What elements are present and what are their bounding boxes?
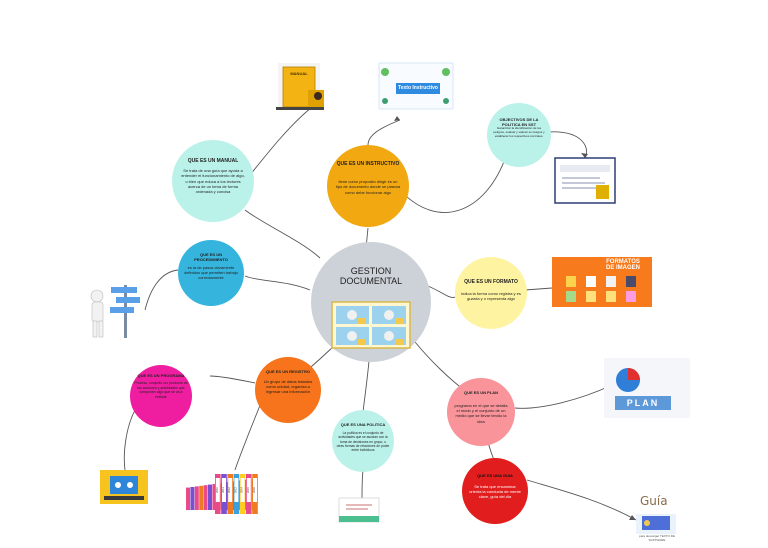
node-objetivos-title: OBJECTIVOS DE LA POLITICA EN SST bbox=[499, 117, 539, 127]
node-politica-body: La política es el conjunto de actividade… bbox=[336, 431, 390, 453]
plan-graphic bbox=[604, 358, 690, 418]
node-formato-title: QUE ES UN FORMATO bbox=[464, 279, 518, 285]
binder-thin bbox=[208, 484, 212, 510]
node-formato-body: indica la forma como registra y es guard… bbox=[461, 291, 521, 302]
node-politica-title: QUE ES UNA POLITICA bbox=[340, 422, 386, 427]
binder-spine bbox=[234, 478, 239, 502]
center-title-line2: DOCUMENTAL bbox=[339, 276, 403, 287]
center-image bbox=[336, 306, 406, 345]
binder-spine bbox=[246, 478, 251, 502]
node-instructivo-title: QUE ES UN INSTRUCTIVO bbox=[336, 161, 400, 167]
center-title: GESTION DOCUMENTAL bbox=[331, 266, 411, 287]
binder-spine bbox=[228, 478, 233, 502]
node-objetivos-body: Garantizar la identificación de los peli… bbox=[493, 126, 545, 138]
image-formats-panel bbox=[552, 257, 652, 307]
node-politica[interactable]: QUE ES UNA POLITICA La política es el co… bbox=[332, 410, 394, 472]
guide-graphic bbox=[636, 514, 676, 534]
binder-thin bbox=[186, 487, 190, 510]
node-procedimiento[interactable]: QUE ES UN PROCEDIMIENTO es la de pasos c… bbox=[178, 240, 244, 306]
node-procedimiento-body: es la de pasos claramente definidos que … bbox=[184, 265, 238, 281]
instructivo-banner-image bbox=[378, 62, 454, 110]
policy-document-image bbox=[554, 157, 616, 204]
node-programa[interactable]: QUE ES UN PROGRAMA Proceso, conjunto o/o… bbox=[130, 365, 192, 427]
binder-spine bbox=[240, 478, 245, 502]
formatos-title-line2: DE IMAGEN bbox=[605, 265, 640, 272]
node-objetivos[interactable]: OBJECTIVOS DE LA POLITICA EN SST Garanti… bbox=[487, 103, 551, 167]
instructivo-banner-text: Texto Instructivo bbox=[398, 85, 438, 91]
binder-spine bbox=[222, 478, 226, 502]
binder-thin bbox=[212, 484, 217, 510]
node-manual-body: Se trata de una guía que ayuda a entende… bbox=[181, 168, 245, 194]
binder-label: 2014 bbox=[240, 487, 244, 493]
binder-thin bbox=[190, 487, 195, 510]
binder-label: 2015 bbox=[246, 487, 250, 493]
node-guia[interactable]: QUE ES UNA GUIA Se trata que encaminar o… bbox=[462, 458, 528, 524]
guia-caption: para descargar TEXTO DE SOFTWARE bbox=[639, 534, 675, 542]
video-meeting-icon bbox=[100, 470, 148, 504]
binder-thin bbox=[199, 485, 204, 510]
formatos-title: FORMATOS DE IMAGEN bbox=[596, 259, 650, 272]
node-formato[interactable]: QUE ES UN FORMATO indica la forma como r… bbox=[455, 257, 527, 329]
node-guia-body: Se trata que encaminar orienta la conduc… bbox=[469, 484, 521, 500]
binder-label: 2011 bbox=[221, 487, 225, 493]
binder-label: 2013 bbox=[233, 487, 237, 493]
node-procedimiento-title: QUE ES UN PROCEDIMIENTO bbox=[194, 252, 228, 262]
plan-word: PLAN bbox=[626, 398, 660, 408]
node-instructivo[interactable]: QUE ES UN INSTRUCTIVO tiene como proposi… bbox=[327, 145, 409, 227]
node-manual[interactable]: QUE ES UN MANUAL Se trata de una guía qu… bbox=[172, 140, 254, 222]
manual-book-title: MANUAL bbox=[290, 71, 308, 76]
binder-thin bbox=[203, 485, 208, 510]
node-registro[interactable]: QUE ES UN REGISTRO Un grupo de datos tra… bbox=[255, 357, 321, 423]
node-plan-title: QUE ES UN PLAN bbox=[463, 390, 498, 395]
binder-label: 2010 bbox=[215, 487, 219, 493]
binder-thin bbox=[194, 486, 199, 510]
node-registro-title: QUE ES UN REGISTRO bbox=[265, 369, 310, 374]
binder-spine bbox=[253, 478, 257, 502]
binder-spine bbox=[215, 478, 220, 502]
signpost-figure-icon bbox=[90, 285, 140, 338]
center-title-line1: GESTION bbox=[350, 266, 392, 276]
node-programa-title: QUE ES UN PROGRAMA bbox=[137, 373, 185, 378]
binder-label: 2016 bbox=[252, 487, 256, 493]
politica-document-image bbox=[338, 497, 380, 523]
node-guia-title: QUE ES UNA GUIA bbox=[477, 473, 513, 478]
node-plan[interactable]: QUE ES UN PLAN programa en el que se det… bbox=[447, 378, 515, 446]
node-instructivo-body: tiene como proposito dirigir es un tipo … bbox=[335, 179, 401, 195]
node-manual-title: QUE ES UN MANUAL bbox=[187, 158, 239, 164]
node-programa-body: Proceso, conjunto o/o producto de las ac… bbox=[134, 381, 188, 399]
guia-word: Guía bbox=[640, 494, 668, 508]
node-registro-body: Un grupo de datos tratados como unidad, … bbox=[263, 379, 313, 395]
book-stack-icon bbox=[276, 63, 324, 110]
center-node[interactable] bbox=[311, 242, 431, 362]
binder-label: 2012 bbox=[227, 487, 231, 493]
formatos-title-line1: FORMATOS bbox=[606, 259, 640, 265]
node-plan-body: programa en el que se detalla el modo y … bbox=[454, 403, 508, 424]
